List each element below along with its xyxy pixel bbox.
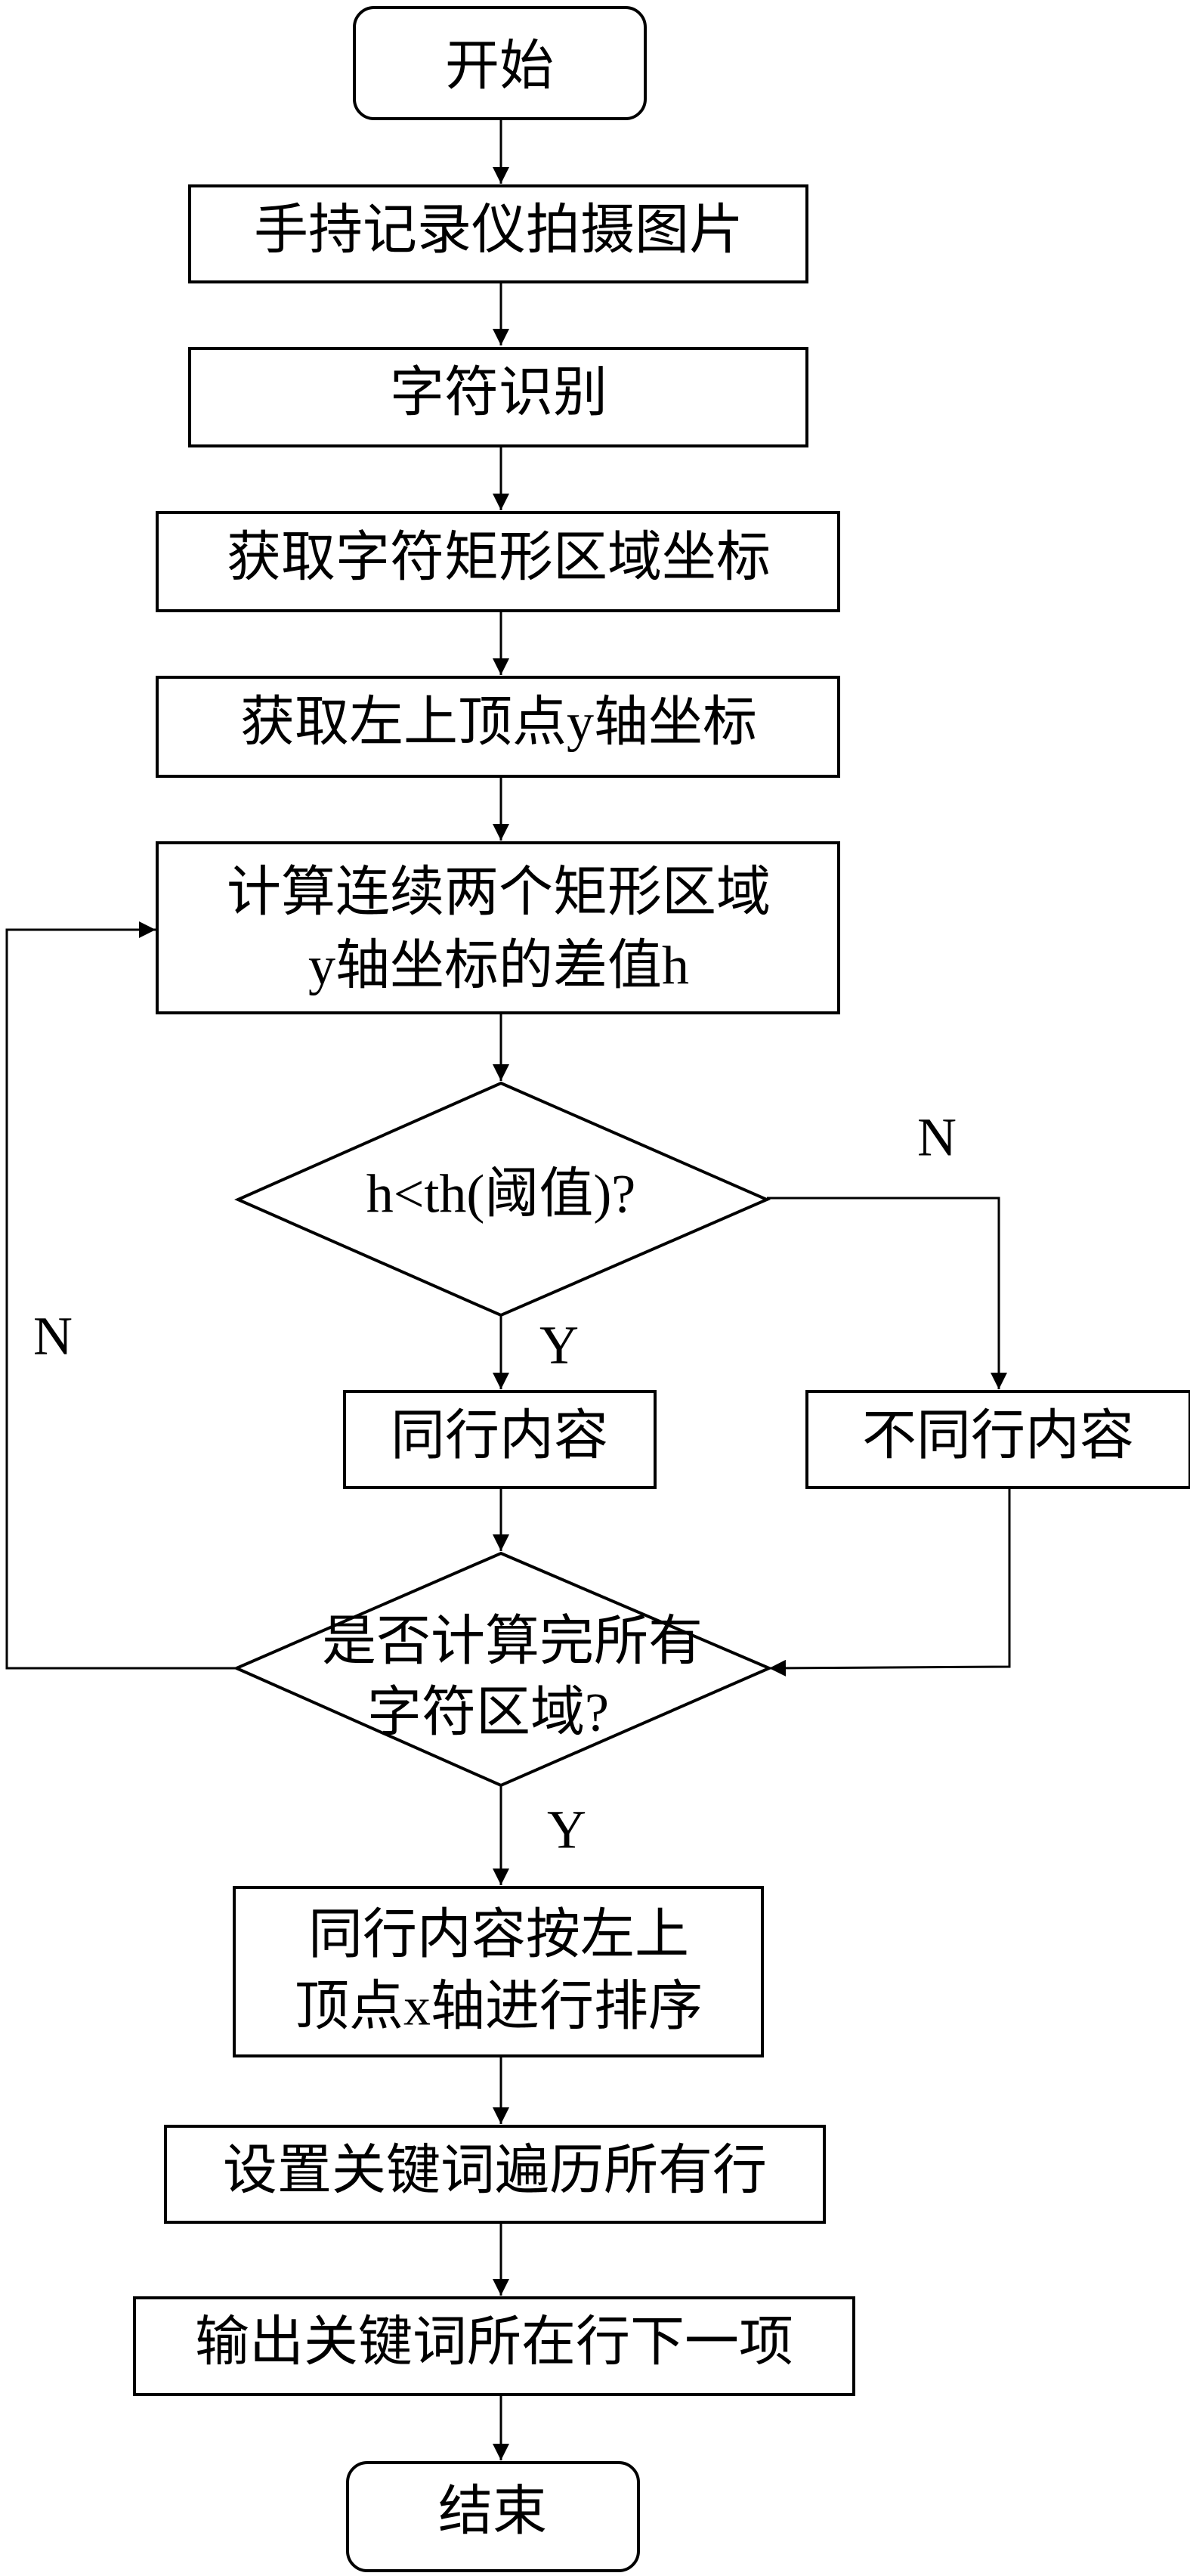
start-node: 开始 — [353, 6, 647, 120]
capture-step-label: 手持记录仪拍摄图片 — [254, 200, 743, 261]
all-done-decision: 是否计算完所有 字符区域? — [233, 1551, 774, 1788]
compute-diff-line2: y轴坐标的差值h — [308, 936, 689, 996]
output-step-label: 输出关键词所在行下一项 — [195, 2312, 793, 2373]
threshold-no-label: N — [917, 1107, 957, 1168]
compute-diff-step: 计算连续两个矩形区域 y轴坐标的差值h — [156, 841, 840, 1014]
all-done-decision-line1: 是否计算完所有 — [322, 1612, 703, 1672]
recognize-step-label: 字符识别 — [390, 363, 607, 423]
all-done-decision-line2: 字符区域? — [367, 1683, 609, 1743]
sort-step-line1: 同行内容按左上 — [308, 1905, 689, 1965]
output-step: 输出关键词所在行下一项 — [133, 2296, 855, 2396]
different-line-label: 不同行内容 — [862, 1406, 1134, 1466]
same-line-label: 同行内容 — [391, 1406, 608, 1466]
traverse-step-label: 设置关键词遍历所有行 — [223, 2141, 767, 2201]
sort-step: 同行内容按左上 顶点x轴进行排序 — [233, 1886, 764, 2057]
end-label: 结束 — [438, 2482, 547, 2542]
threshold-decision-label: h<th(阈值)? — [366, 1164, 636, 1225]
threshold-decision: h<th(阈值)? — [234, 1081, 771, 1317]
same-line-step: 同行内容 — [343, 1390, 657, 1489]
different-line-step: 不同行内容 — [805, 1390, 1190, 1489]
threshold-yes-label: Y — [539, 1315, 579, 1376]
loop-no-label: N — [33, 1306, 73, 1367]
arrow-different-line-to-check — [768, 1488, 1011, 1677]
y-coord-step-label: 获取左上顶点y轴坐标 — [240, 692, 757, 753]
recognize-step: 字符识别 — [188, 347, 808, 447]
rect-coords-step: 获取字符矩形区域坐标 — [156, 511, 840, 612]
end-node: 结束 — [346, 2461, 640, 2572]
start-label: 开始 — [445, 36, 554, 97]
capture-step: 手持记录仪拍摄图片 — [188, 184, 808, 283]
sort-step-line2: 顶点x轴进行排序 — [295, 1977, 703, 2037]
traverse-step: 设置关键词遍历所有行 — [164, 2125, 826, 2224]
connectors — [5, 119, 1011, 2460]
arrow-threshold-no — [767, 1197, 1007, 1389]
rect-coords-step-label: 获取字符矩形区域坐标 — [227, 528, 771, 588]
compute-diff-line1: 计算连续两个矩形区域 — [227, 862, 771, 923]
all-done-yes-label: Y — [547, 1800, 586, 1860]
arrow-loop-no — [5, 921, 236, 1670]
y-coord-step: 获取左上顶点y轴坐标 — [156, 676, 840, 778]
